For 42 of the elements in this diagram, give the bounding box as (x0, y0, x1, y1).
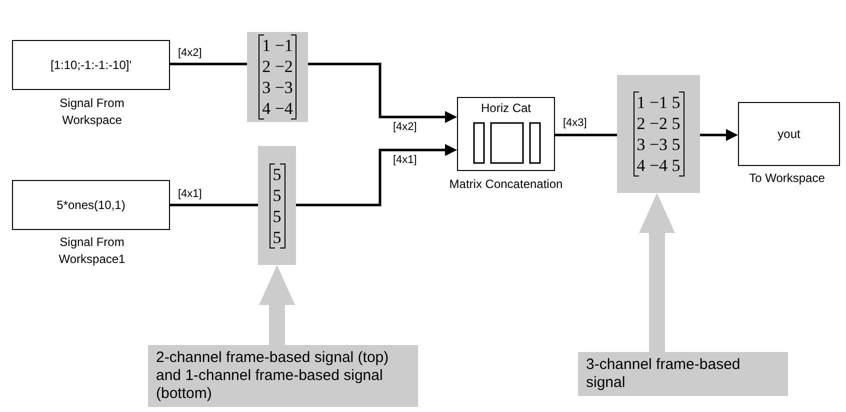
callout-box: 3-channel frame-based signal (578, 352, 788, 396)
edge-label: [4x1] (177, 188, 203, 200)
matrix-row: 3 −3 (262, 77, 293, 98)
block-expression: yout (778, 127, 800, 141)
edge-label: [4x2] (392, 121, 418, 133)
matrix-panel (258, 146, 296, 265)
edge-label: [4x2] (177, 47, 203, 59)
block-expression: [1:10;-1:-1:-10]' (50, 58, 132, 72)
signal-line (308, 62, 457, 123)
concatenation-block (457, 97, 555, 171)
block-caption: Signal From Workspace (58, 95, 126, 129)
block (12, 180, 170, 230)
signal-line (555, 134, 617, 136)
block-caption: Matrix Concatenation (448, 176, 564, 193)
matrix-row: 5 (272, 206, 282, 226)
matrix-row: 5 (272, 184, 282, 206)
edge-label: [4x3] (562, 117, 588, 129)
block (12, 40, 170, 90)
matrix-row: 5 (272, 226, 282, 248)
block-title: Horiz Cat (480, 101, 531, 115)
block-caption: Signal From Workspace1 (58, 234, 126, 268)
signal-line (700, 129, 738, 141)
edge-label: [4x1] (392, 154, 418, 166)
matrix-row: 3 −3 5 (636, 134, 680, 155)
matrix-row: 1 −1 (262, 35, 293, 56)
matrix-panel (247, 32, 308, 122)
matrix-row: 2 −2 (262, 56, 293, 77)
pointer-arrow (639, 193, 675, 352)
signal-line (170, 62, 247, 66)
matrix-row: 2 −2 5 (636, 113, 680, 134)
block-caption: To Workspace (748, 170, 826, 187)
matrix-row: 1 −1 5 (636, 92, 680, 113)
block (738, 102, 840, 166)
matrix-row: 4 −4 (262, 98, 293, 119)
matrix-panel (617, 75, 700, 193)
signal-line (170, 204, 258, 206)
block-expression: 5*ones(10,1) (56, 198, 126, 212)
matrix-row: 4 −4 5 (636, 155, 680, 176)
matrix-row: 5 (272, 164, 282, 184)
callout-box: 2-channel frame-based signal (top) and 1-channel frame-based signal (bottom) (148, 345, 418, 407)
pointer-arrow (259, 265, 295, 345)
signal-line (296, 144, 457, 206)
